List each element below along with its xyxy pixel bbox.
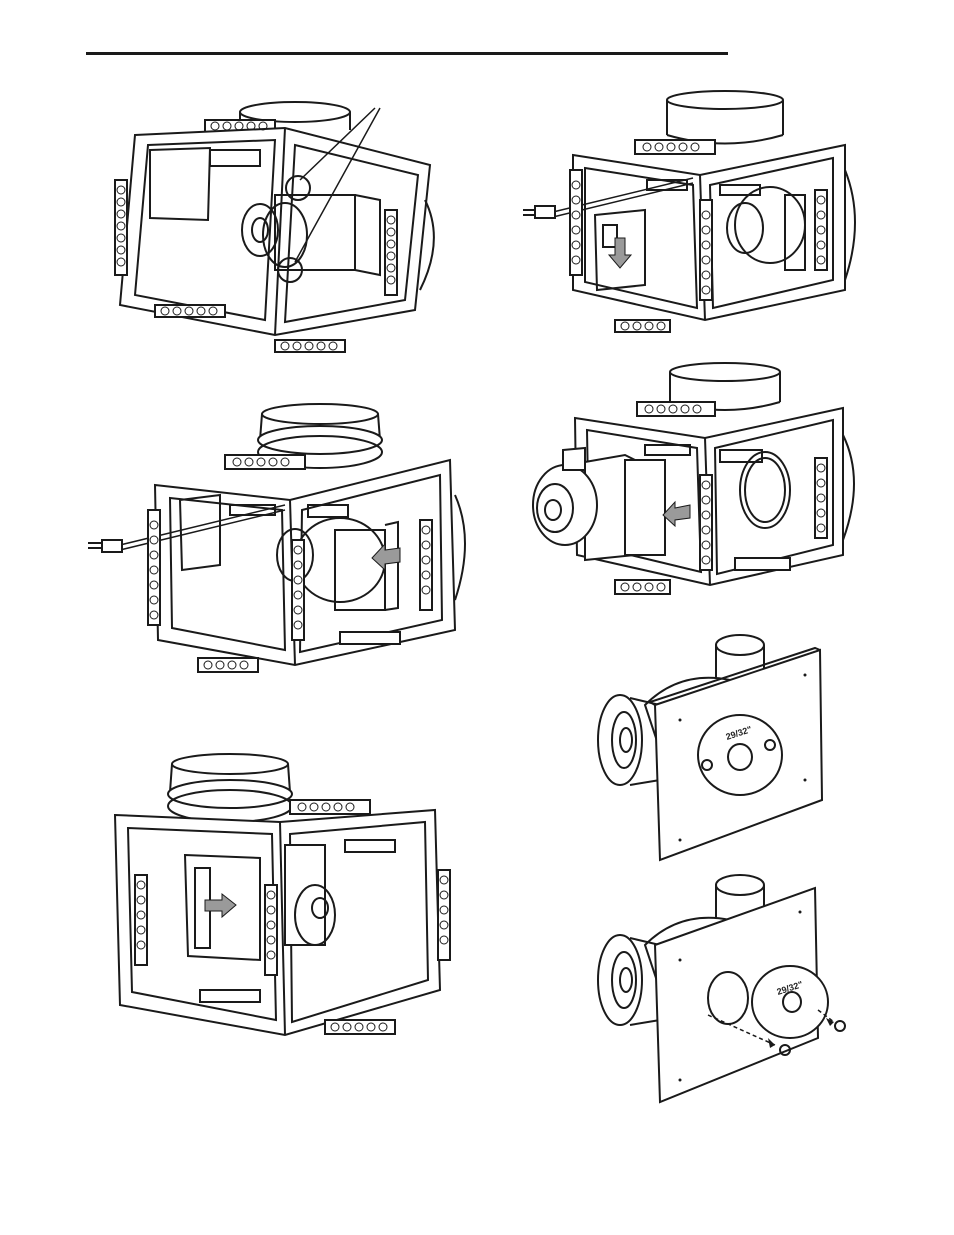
figure-blower-plate: 29/32" — [590, 630, 830, 865]
figure-open-unit — [100, 100, 440, 360]
header-rule — [86, 52, 728, 55]
blower-plate-remove-icon: 29/32" — [590, 870, 855, 1110]
figure-blower-out — [525, 360, 865, 605]
figure-cord-removal — [515, 90, 865, 340]
figure-cord-insert — [80, 400, 480, 685]
figure-blower-in — [110, 750, 460, 1050]
unit-open-panel-icon — [100, 100, 440, 360]
blower-plate-icon: 29/32" — [590, 630, 830, 865]
unit-blower-slide-out-icon — [525, 360, 865, 605]
unit-blower-slide-in-icon — [110, 750, 460, 1050]
figure-blower-plate-remove: 29/32" — [590, 870, 855, 1110]
unit-cord-remove-icon — [515, 90, 865, 340]
unit-cord-insert-icon — [80, 400, 480, 685]
